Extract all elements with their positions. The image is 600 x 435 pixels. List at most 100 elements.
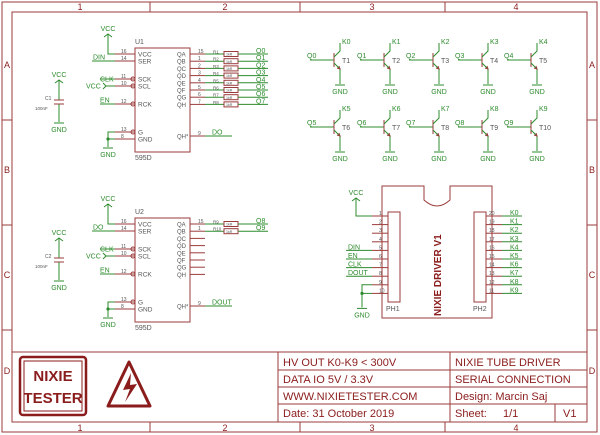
u2-value: 595D <box>135 325 152 332</box>
designer: Design: Marcin Saj <box>455 391 547 403</box>
resistor-value: 1kR <box>226 74 233 78</box>
vcc-wire <box>107 212 115 225</box>
output-net-label: Q3 <box>256 70 265 77</box>
junction <box>360 291 364 295</box>
ph2-net-label: K9 <box>510 287 519 294</box>
logo-text-tester: TESTER <box>23 390 82 407</box>
gnd-wire <box>107 301 115 317</box>
clk-net-label: CLK <box>100 77 114 84</box>
resistor-value: 1kR <box>226 81 233 85</box>
pin-number: 12 <box>121 99 127 105</box>
pin-number: 10 <box>121 81 127 87</box>
pin-number: 16 <box>121 219 127 225</box>
vcc-arrow <box>103 203 113 208</box>
pin-name: GND <box>138 307 153 314</box>
pin-number: 3 <box>198 71 201 77</box>
vcc-label: VCC <box>52 72 67 79</box>
collector-label: K6 <box>392 106 401 113</box>
pin-number: 15 <box>198 219 204 225</box>
ser-net-label: DO <box>93 225 104 232</box>
transistor-base-label: Q7 <box>406 120 415 127</box>
row-label: C <box>4 270 11 280</box>
column-label: 1 <box>77 2 82 12</box>
column-label: 4 <box>513 2 518 12</box>
pin-number: 8 <box>121 304 124 310</box>
clk-net-label: CLK <box>100 247 114 254</box>
output-net-label: Q7 <box>256 98 265 105</box>
output-net-label: Q6 <box>256 91 265 98</box>
emitter-arrow <box>533 132 538 137</box>
emitter-arrow <box>386 132 391 137</box>
resistor-value: 1kR <box>226 53 233 57</box>
nixie-driver-connector: NIXIE DRIVER V1 PH1 PH2 <box>381 185 493 319</box>
cap-value: 100nF <box>35 264 48 269</box>
row-label: B <box>589 165 595 175</box>
pin-number: 8 <box>121 134 124 140</box>
ph2-pin-number: 16 <box>489 245 495 251</box>
nixie-tester-logo: NIXIE TESTER <box>18 355 88 417</box>
pin-number: 1 <box>198 56 201 62</box>
vcc-arrow <box>54 237 64 242</box>
chain-out-label: DO <box>212 130 223 137</box>
gnd-label: GND <box>100 322 116 329</box>
inverted-pin <box>130 76 136 82</box>
pin-name: QE <box>177 251 186 257</box>
resistor-value: 1kR <box>226 96 233 100</box>
emitter-arrow <box>484 132 489 137</box>
transistor-base-label: Q5 <box>307 120 316 127</box>
pin-name: QA <box>177 53 186 59</box>
pin-name: QB <box>177 230 186 236</box>
transistor-name: T4 <box>490 58 498 65</box>
pin-name: QF <box>177 89 186 95</box>
pin-name: SCL <box>138 84 151 91</box>
ph2-pin-number: 19 <box>489 220 495 226</box>
website: WWW.NIXIETESTER.COM <box>283 391 417 403</box>
vcc-label: VCC <box>101 26 116 33</box>
inverted-pin <box>130 83 136 89</box>
title-block: HV OUT K0-K9 < 300V DATA IO 5V / 3.3V WW… <box>12 351 587 422</box>
output-net-label: Q9 <box>256 225 265 232</box>
en-net-label: EN <box>100 268 110 275</box>
u2-chip: U2 595D <box>134 209 191 332</box>
scl-vcc-arrow <box>102 252 107 260</box>
output-net-label: Q0 <box>256 48 265 55</box>
collector-wire <box>432 110 440 125</box>
ph1-label: PH1 <box>386 306 400 313</box>
sheet-value: 1/1 <box>503 408 518 420</box>
version: V1 <box>563 408 576 420</box>
resistor-value: 1kR <box>226 103 233 107</box>
emitter-arrow <box>435 65 440 70</box>
resistor-name: R9 <box>213 220 219 225</box>
ph2-pin-number: 15 <box>489 254 495 260</box>
ph2-net-label: K0 <box>510 210 519 217</box>
output-net-label: Q5 <box>256 84 265 91</box>
resistor-value: 1kR <box>226 89 233 93</box>
ph2-pin-number: 13 <box>489 271 495 277</box>
junction <box>106 137 110 141</box>
transistor-name: T9 <box>490 125 498 132</box>
resistor-value: 1kR <box>226 67 233 71</box>
pin-name: QE <box>177 81 186 87</box>
transistor-name: T5 <box>539 58 547 65</box>
ph2-pin-number: 12 <box>489 280 495 286</box>
gnd-label: GND <box>51 127 67 134</box>
ph2-net-label: K7 <box>510 270 519 277</box>
column-label: 2 <box>222 2 227 12</box>
ph2-net-label: K6 <box>510 262 519 269</box>
ph1-net-label: DOUT <box>348 270 369 277</box>
pin-number: 9 <box>198 131 201 137</box>
pin-number: 6 <box>198 92 201 98</box>
high-voltage-warning-icon <box>106 360 152 408</box>
gnd-label: GND <box>51 285 67 292</box>
vcc-label: VCC <box>349 190 364 197</box>
pin-name: QG <box>177 96 187 102</box>
collector-label: K4 <box>539 39 548 46</box>
pin-name: RCK <box>138 272 152 279</box>
ph1-pin-number: 7 <box>379 263 382 269</box>
ph1-pin-number: 8 <box>379 271 382 277</box>
gnd-label: GND <box>529 156 545 163</box>
transistor-name: T3 <box>441 58 449 65</box>
pin-name: VCC <box>138 52 152 59</box>
scl-vcc-arrow <box>102 82 107 90</box>
junction <box>106 307 110 311</box>
